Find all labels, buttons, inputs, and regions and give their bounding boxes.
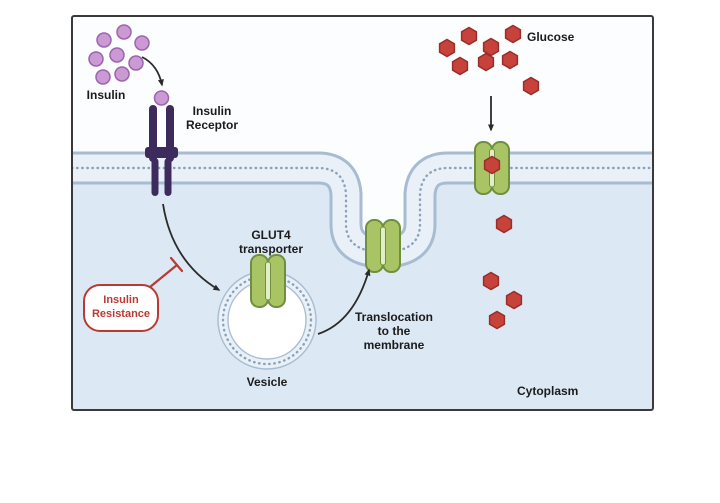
label-translocation-line2: to the [377,324,411,338]
label-insulin-resistance: Insulin Resistance [84,294,158,321]
glut4-transporter-in-pit [365,219,401,273]
label-insulin-resistance-line2: Resistance [91,307,151,320]
label-insulin-receptor-line2: Receptor [185,118,238,132]
label-glucose: Glucose [527,30,575,44]
bound-insulin-icon [153,90,170,106]
arrow-translocation [317,268,371,335]
label-insulin-receptor: Insulin Receptor [180,104,244,132]
arrow-insulin-to-receptor [141,56,164,87]
insulin-receptor [145,90,178,196]
label-cytoplasm: Cytoplasm [517,384,579,398]
label-glut4-line2: transporter [238,242,303,256]
label-translocation-line3: membrane [363,338,425,352]
figure-border [71,15,654,411]
insulin-resistance-shape [83,284,159,332]
arrow-receptor-to-vesicle [162,203,221,291]
inhibition-line [148,263,179,289]
glucose-in-transporter-icon [483,155,501,175]
label-glut4-transporter: GLUT4 transporter [221,228,321,256]
label-vesicle: Vesicle [246,375,288,389]
label-translocation-line1: Translocation [354,310,434,324]
glut4-transporter-on-vesicle [250,254,286,308]
label-glut4-line1: GLUT4 [251,228,291,242]
label-insulin-resistance-line1: Insulin [103,294,139,306]
inhibition-bar-icon [169,256,184,273]
label-translocation: Translocation to the membrane [343,310,445,352]
label-insulin: Insulin [86,88,126,102]
label-insulin-receptor-line1: Insulin [192,104,232,118]
glut4-transporter-in-membrane [474,141,510,195]
